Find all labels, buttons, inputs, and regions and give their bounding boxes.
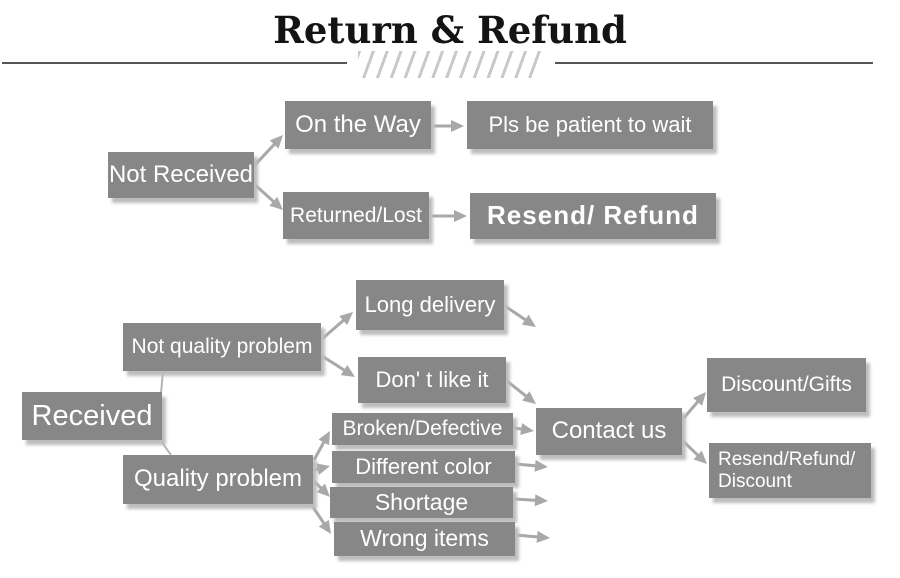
arrow-line (513, 497, 540, 502)
arrowhead-icon (534, 459, 548, 472)
arrowhead-icon (534, 494, 548, 507)
arrow-line (681, 397, 702, 420)
arrow-line (252, 140, 278, 168)
arrow-line (313, 466, 322, 472)
arrowhead-icon (451, 120, 464, 132)
arrowhead-icon (693, 392, 706, 406)
node-pls-be-patient: Pls be patient to wait (467, 101, 713, 149)
arrow-line (312, 479, 325, 492)
node-resend-refund-discount: Resend/Refund/ Discount (709, 443, 871, 498)
arrow-line (321, 354, 349, 374)
arrowhead-icon (522, 391, 536, 404)
connector-line (160, 440, 172, 456)
node-contact-us: Contact us (536, 408, 682, 455)
arrowhead-icon (339, 312, 353, 326)
title-rule-left (2, 62, 347, 64)
arrowhead-icon (340, 364, 355, 377)
node-long-delivery: Long delivery (356, 280, 504, 330)
title-rule-right (555, 62, 873, 64)
node-received: Received (22, 392, 162, 440)
arrow-line (309, 503, 328, 528)
arrowhead-icon (520, 423, 534, 436)
node-broken-defective: Broken/Defective (332, 413, 513, 445)
arrow-line (515, 462, 540, 468)
node-on-the-way: On the Way (285, 101, 431, 149)
arrow-line (252, 182, 278, 206)
node-not-received: Not Received (108, 152, 254, 198)
arrowhead-icon (536, 530, 550, 543)
arrow-line (312, 438, 327, 461)
connector-line (160, 370, 164, 394)
arrow-line (504, 304, 530, 324)
node-shortage: Shortage (330, 487, 513, 518)
arrowhead-icon (315, 463, 330, 475)
page-title: Return & Refund (273, 8, 627, 52)
arrow-line (515, 533, 542, 539)
arrowhead-icon (269, 196, 283, 210)
arrow-line (321, 316, 348, 341)
arrowhead-icon (318, 519, 331, 534)
node-dont-like-it: Don' t like it (358, 357, 506, 403)
node-wrong-items: Wrong items (334, 522, 515, 556)
node-returned-lost: Returned/Lost (283, 192, 429, 239)
arrow-line (513, 426, 526, 432)
arrowhead-icon (318, 431, 330, 446)
arrowhead-icon (521, 314, 536, 327)
node-quality-problem: Quality problem (123, 455, 313, 504)
node-not-quality-problem: Not quality problem (123, 323, 321, 371)
arrowhead-icon (454, 210, 467, 222)
node-discount-gifts: Discount/Gifts (707, 358, 866, 412)
arrow-line (681, 439, 702, 459)
arrowhead-icon (269, 135, 283, 149)
arrowhead-icon (316, 483, 330, 497)
hatch-decoration-icon (358, 51, 542, 78)
arrowhead-icon (693, 450, 707, 464)
node-different-color: Different color (332, 451, 515, 483)
node-resend-refund: Resend/ Refund (470, 193, 716, 239)
arrow-line (506, 379, 530, 400)
